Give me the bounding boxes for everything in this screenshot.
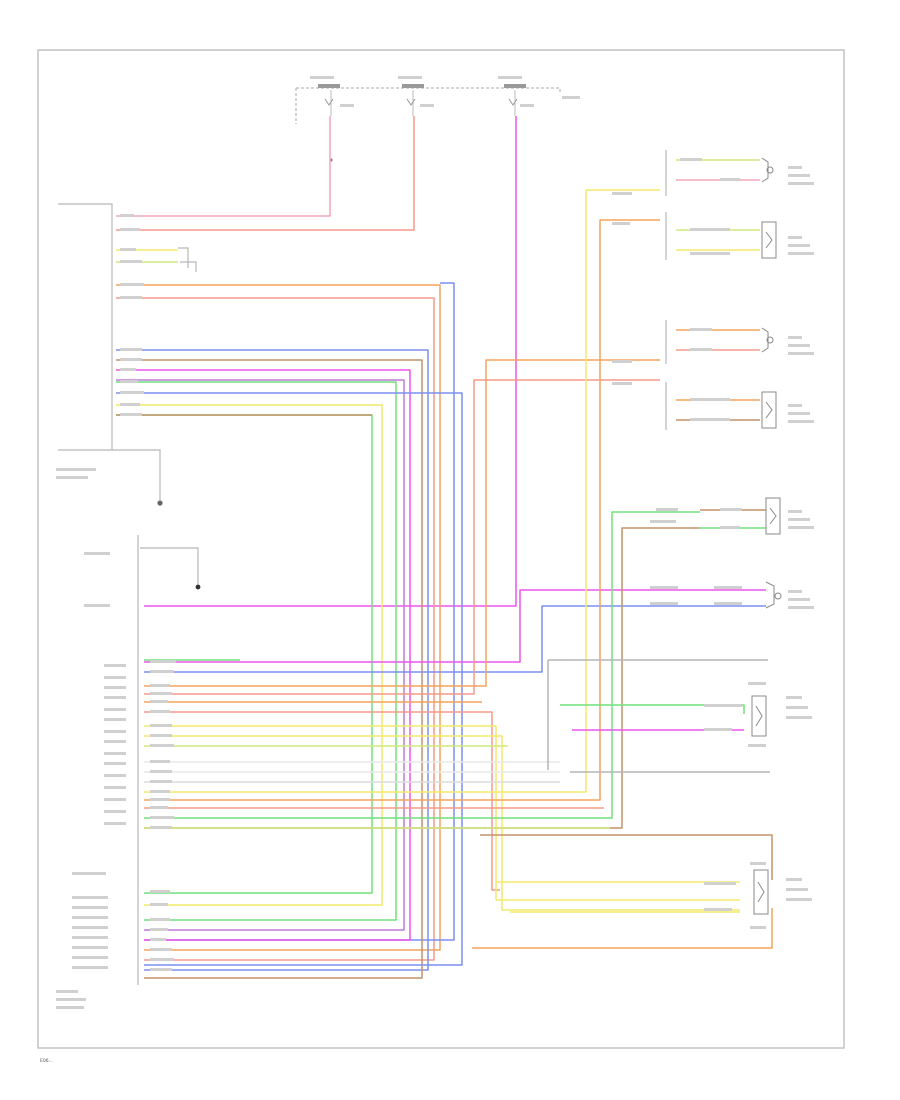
- speaker-right-rear: [753, 869, 769, 915]
- upper-module: [58, 203, 197, 506]
- wire-layer: [116, 116, 773, 979]
- speaker-right-door: [765, 581, 782, 609]
- wire-label-marks: [56, 76, 814, 1009]
- speaker-left-front-woofer: [665, 212, 777, 260]
- speaker-right-front-woofer: [665, 382, 777, 430]
- fuse-block: [295, 84, 561, 162]
- wire-salmon-a: [116, 297, 435, 961]
- wire-magenta-feed: [144, 116, 517, 607]
- speaker-right-front-tweeter: [665, 320, 774, 364]
- footer-code: E06...: [40, 1058, 53, 1064]
- wire-salmon-feed: [116, 116, 415, 231]
- diagram-frame: [37, 49, 845, 1049]
- wire-pink-feed: [116, 116, 331, 217]
- wire-orange-a: [116, 284, 441, 951]
- speaker-left-door: [765, 497, 781, 535]
- speaker-left-front-tweeter: [665, 150, 774, 196]
- amplifier-module: [137, 535, 201, 985]
- speaker-left-rear: [751, 695, 767, 737]
